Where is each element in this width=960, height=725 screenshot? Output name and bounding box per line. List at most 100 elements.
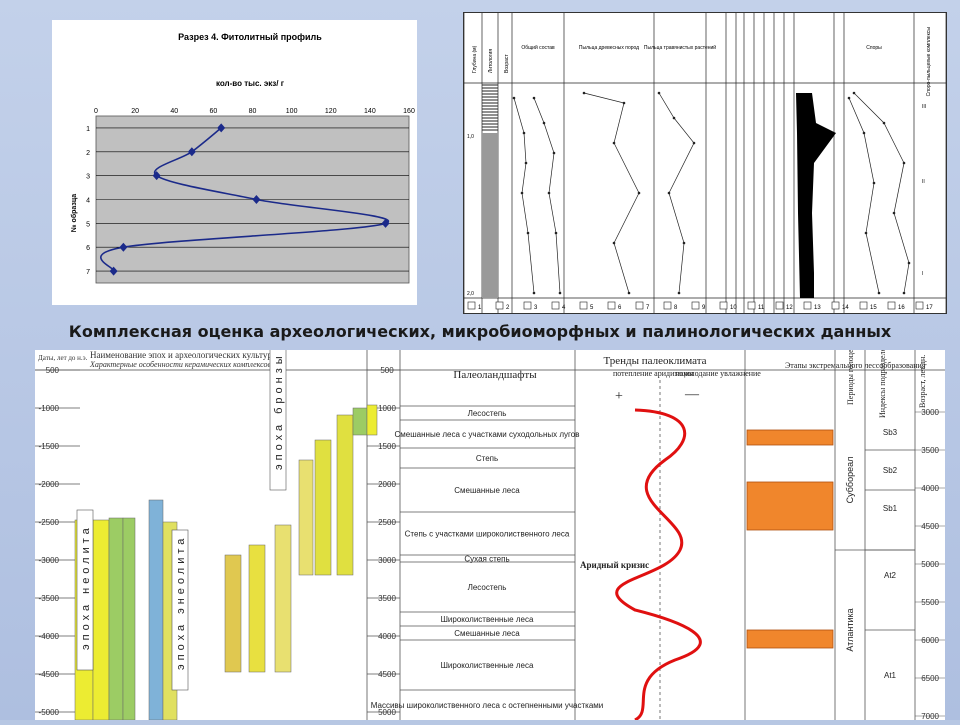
pollen-legend-number: 15	[870, 305, 877, 311]
phyto-y-tick-label: 3	[86, 174, 90, 181]
pollen-curve-point	[547, 191, 551, 195]
loess-stage-bar	[746, 481, 834, 531]
pollen-curve-point	[677, 291, 681, 295]
culture-bar	[122, 517, 136, 721]
loess-stage-bar	[746, 629, 834, 649]
pollen-legend-swatch	[831, 301, 840, 310]
phyto-data-point	[252, 195, 261, 204]
phyto-data-point	[187, 147, 196, 157]
pollen-curve	[853, 92, 910, 294]
pollen-legend-swatch	[691, 301, 700, 310]
phyto-y-tick-label: 2	[86, 150, 90, 157]
left-date-header: Даты, лет до н.э.	[38, 354, 88, 362]
pollen-curve-point	[612, 141, 616, 145]
pollen-curve-point	[582, 91, 586, 95]
trend-header: Тренды палеоклимата	[603, 355, 706, 367]
left-title-line2: Характерные особенности керамических ком…	[89, 360, 271, 369]
landscape-label: Смешанные леса	[454, 486, 520, 495]
time-tick-label: 4500	[378, 670, 396, 679]
phyto-data-point	[109, 266, 118, 276]
phyto-x-tick-label: 60	[209, 108, 217, 115]
epoch-label-box	[76, 509, 94, 671]
pollen-curve	[513, 97, 535, 294]
pollen-curve	[583, 92, 640, 294]
culture-bar	[92, 519, 110, 721]
age-tick-label: 3500	[921, 446, 939, 455]
trend-plus: +	[615, 389, 623, 404]
phyto-y-tick-label: 6	[86, 245, 90, 252]
time-tick-label: -4500	[39, 670, 60, 679]
pollen-curve-point	[542, 121, 546, 125]
age-tick-label: 6000	[921, 636, 939, 645]
phyto-x-tick-label: 100	[286, 108, 298, 115]
trend-left-label: потепление аридизация	[613, 369, 694, 378]
pollen-legend-swatch	[495, 301, 504, 310]
pollen-column-header: Споры	[866, 45, 882, 51]
culture-bar	[298, 459, 314, 576]
holocene-index-label: At2	[884, 571, 897, 580]
pollen-legend-number: 6	[618, 305, 622, 311]
age-tick-label: 5500	[921, 598, 939, 607]
culture-bar	[274, 524, 292, 673]
pollen-curve-point	[637, 191, 641, 195]
pollen-legend-swatch	[551, 301, 560, 310]
paleo-table: Даты, лет до н.э. Наименование эпох и ар…	[35, 299, 945, 722]
phytolith-chart: Разрез 4. Фитолитный профиль кол-во тыс.…	[70, 32, 415, 284]
phyto-x-tick-label: 120	[325, 108, 337, 115]
landscape-label: Широколиственные леса	[441, 661, 534, 670]
landscape-header: Палеоландшафты	[453, 369, 537, 381]
pollen-legend-swatch	[747, 301, 756, 310]
phyto-x-tick-label: 80	[249, 108, 257, 115]
pollen-curve-point	[902, 161, 906, 165]
culture-bar	[248, 544, 266, 673]
pollen-curve-point	[667, 191, 671, 195]
holocene-index-label: Sb2	[883, 466, 898, 475]
phyto-x-tick-label: 20	[131, 108, 139, 115]
pollen-legend-swatch	[859, 301, 868, 310]
landscape-label: Массивы широколиственного леса с остепне…	[371, 701, 604, 710]
pollen-black-area	[796, 93, 836, 298]
culture-bar	[224, 554, 242, 673]
pollen-curve-point	[852, 91, 856, 95]
pollen-legend-number: 7	[646, 305, 650, 311]
landscape-label: Широколиственные леса	[441, 615, 534, 624]
time-tick-label: 4000	[378, 632, 396, 641]
phyto-x-tick-label: 0	[94, 108, 98, 115]
paleo-table-panel: Даты, лет до н.э. Наименование эпох и ар…	[35, 299, 945, 722]
loess-stage-bar	[746, 429, 834, 446]
time-tick-label: -1500	[39, 442, 60, 451]
pollen-curve-point	[657, 91, 661, 95]
pollen-legend-swatch	[635, 301, 644, 310]
pollen-curve-point	[554, 231, 558, 235]
landscape-label: Смешанные леса	[454, 629, 520, 638]
time-tick-label: -3500	[39, 594, 60, 603]
landscape-label: Лесостепь	[468, 409, 507, 418]
pollen-legend-swatch	[915, 301, 924, 310]
phyto-x-tick-label: 140	[364, 108, 376, 115]
pollen-curve-point	[552, 151, 556, 155]
pollen-curve-point	[872, 181, 876, 185]
age-tick-label: 4000	[921, 484, 939, 493]
pollen-curve-point	[526, 231, 530, 235]
phyto-y-axis-label: № образца	[70, 194, 78, 232]
pollen-column-header: Пыльца травянистых растений	[644, 44, 716, 51]
time-tick-label: -1000	[39, 404, 60, 413]
pollen-curve-point	[558, 291, 562, 295]
age-header: Возраст, лет.дн.	[918, 355, 927, 408]
age-tick-label: 6500	[921, 674, 939, 683]
pollen-curve-point	[907, 261, 911, 265]
phyto-y-tick-label: 7	[86, 269, 90, 276]
age-tick-label: 3000	[921, 408, 939, 417]
pollen-curve-point	[682, 241, 686, 245]
pollen-legend-number: 5	[590, 305, 594, 311]
time-tick-label: 2500	[378, 518, 396, 527]
trend-right-label: похолодание увлажнение	[675, 369, 761, 378]
pollen-column-header: Литология	[488, 49, 494, 73]
pollen-curve-point	[847, 96, 851, 100]
pollen-curve	[848, 97, 880, 294]
complex-label: II	[922, 179, 925, 185]
pollen-legend-number: 9	[702, 305, 706, 311]
pollen-legend-number: 16	[898, 305, 905, 311]
age-tick-label: 4500	[921, 522, 939, 531]
